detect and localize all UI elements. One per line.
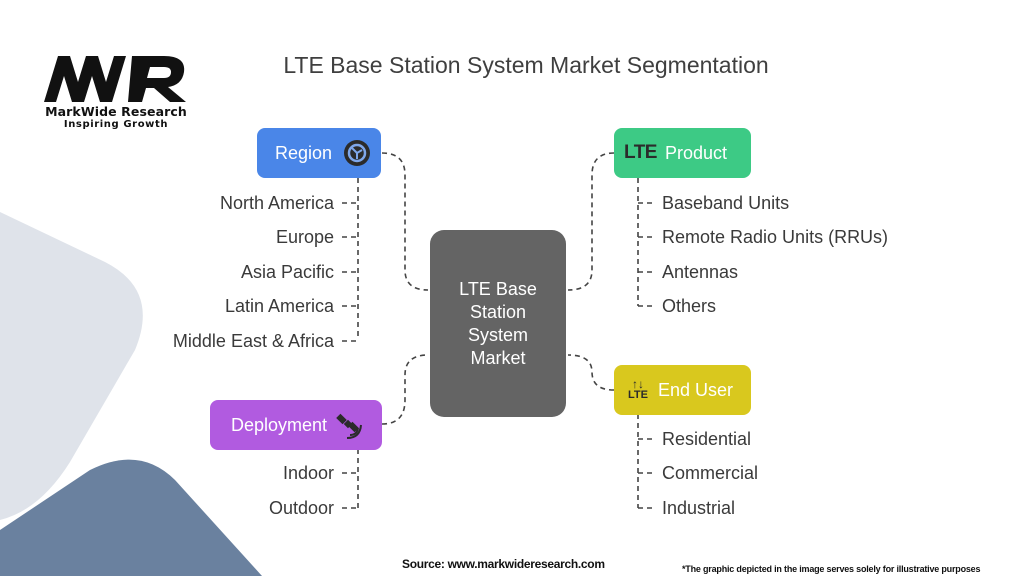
product-item: Others [662,296,717,316]
center-node: LTE Base Station System Market [430,230,566,417]
lte-arrows-icon: ↑↓ LTE [628,375,648,405]
product-item: Antennas [662,262,739,282]
deployment-item: Indoor [282,463,334,483]
deployment-label: Deployment [231,414,328,435]
end-user-label: End User [657,379,734,400]
center-node-label: LTE Base Station System Market [459,278,537,368]
globe-icon [342,138,372,168]
satellite-icon [333,410,363,440]
logo-tagline: Inspiring Growth [63,119,169,130]
mwr-logo-mark [44,56,186,102]
region-label: Region [275,142,333,163]
region-item: Europe [275,227,334,247]
end-user-item: Residential [662,429,752,449]
arrows-glyph: ↑↓ [631,377,644,391]
lte-glyph: LTE [628,389,648,401]
end-user-item: Commercial [662,463,759,483]
product-item: Remote Radio Units (RRUs) [662,227,889,247]
region-item: Middle East & Africa [172,331,334,351]
region-item: Asia Pacific [240,262,334,282]
lte-icon: LTE [624,142,657,163]
region-pill: Region [257,128,381,178]
page-title: LTE Base Station System Market Segmentat… [283,52,769,78]
deployment-item: Outdoor [268,498,334,518]
logo-brand-name: MarkWide Research [45,104,187,119]
product-label: Product [664,142,728,163]
source-note: Source: www.markwideresearch.com [402,557,605,571]
markwide-logo: MarkWide Research Inspiring Growth [36,52,196,132]
product-pill: LTE Product [614,128,751,178]
end-user-pill: ↑↓ LTE End User [614,365,751,415]
end-user-item: Industrial [662,498,736,518]
disclaimer-note: *The graphic depicted in the image serve… [682,564,981,574]
region-item: Latin America [224,296,334,316]
deployment-pill: Deployment [210,400,382,450]
region-item: North America [219,193,334,213]
product-item: Baseband Units [662,193,790,213]
